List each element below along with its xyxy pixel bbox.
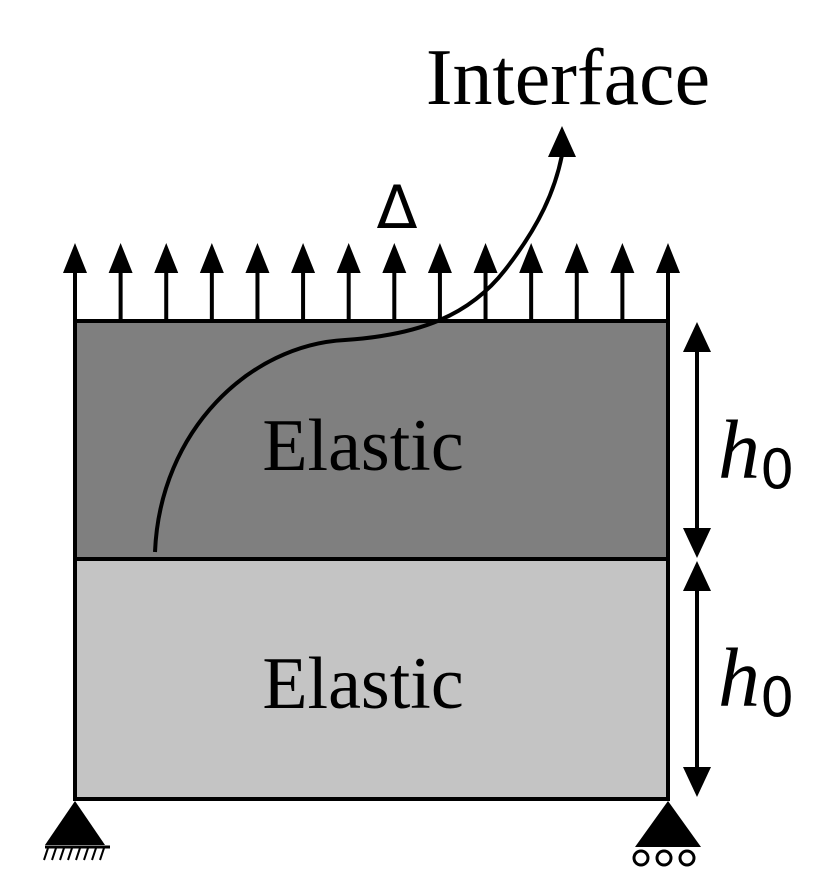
interface-pointer-arrowhead [548, 126, 576, 157]
load-arrow-head [427, 243, 452, 273]
right-roller-support [632, 801, 701, 867]
load-arrow-head [63, 243, 87, 273]
load-arrow-head [154, 243, 179, 273]
load-arrow-head [199, 243, 224, 273]
bottom-height-symbol: h [718, 632, 760, 725]
top-height-label: h0 [718, 404, 794, 501]
delta-label: Δ [376, 173, 417, 243]
top-elastic-layer [73, 319, 670, 561]
bottom-elastic-layer [73, 557, 670, 801]
load-arrow-head [336, 243, 361, 273]
load-arrow-head [656, 243, 680, 273]
load-arrow-head [245, 243, 270, 273]
interface-pointer-curve [153, 154, 564, 553]
bottom-height-label: h0 [718, 632, 794, 729]
top-height-dimension [683, 322, 711, 558]
load-arrow-head [108, 243, 133, 273]
top-height-subscript: 0 [760, 438, 794, 501]
load-arrow-head [291, 243, 316, 273]
load-arrow-head [382, 243, 407, 273]
load-arrows [63, 243, 680, 321]
interface-label: Interface [426, 34, 710, 122]
top-height-symbol: h [718, 404, 760, 497]
left-pinned-support [43, 801, 110, 861]
bottom-height-dimension [683, 561, 711, 797]
load-arrow-head [564, 243, 589, 273]
bottom-layer-label: Elastic [262, 643, 463, 725]
bottom-height-subscript: 0 [760, 666, 794, 729]
top-layer-label: Elastic [262, 405, 463, 487]
load-arrow-head [610, 243, 635, 273]
load-arrow-head [473, 243, 498, 273]
load-arrow-head [519, 243, 544, 273]
